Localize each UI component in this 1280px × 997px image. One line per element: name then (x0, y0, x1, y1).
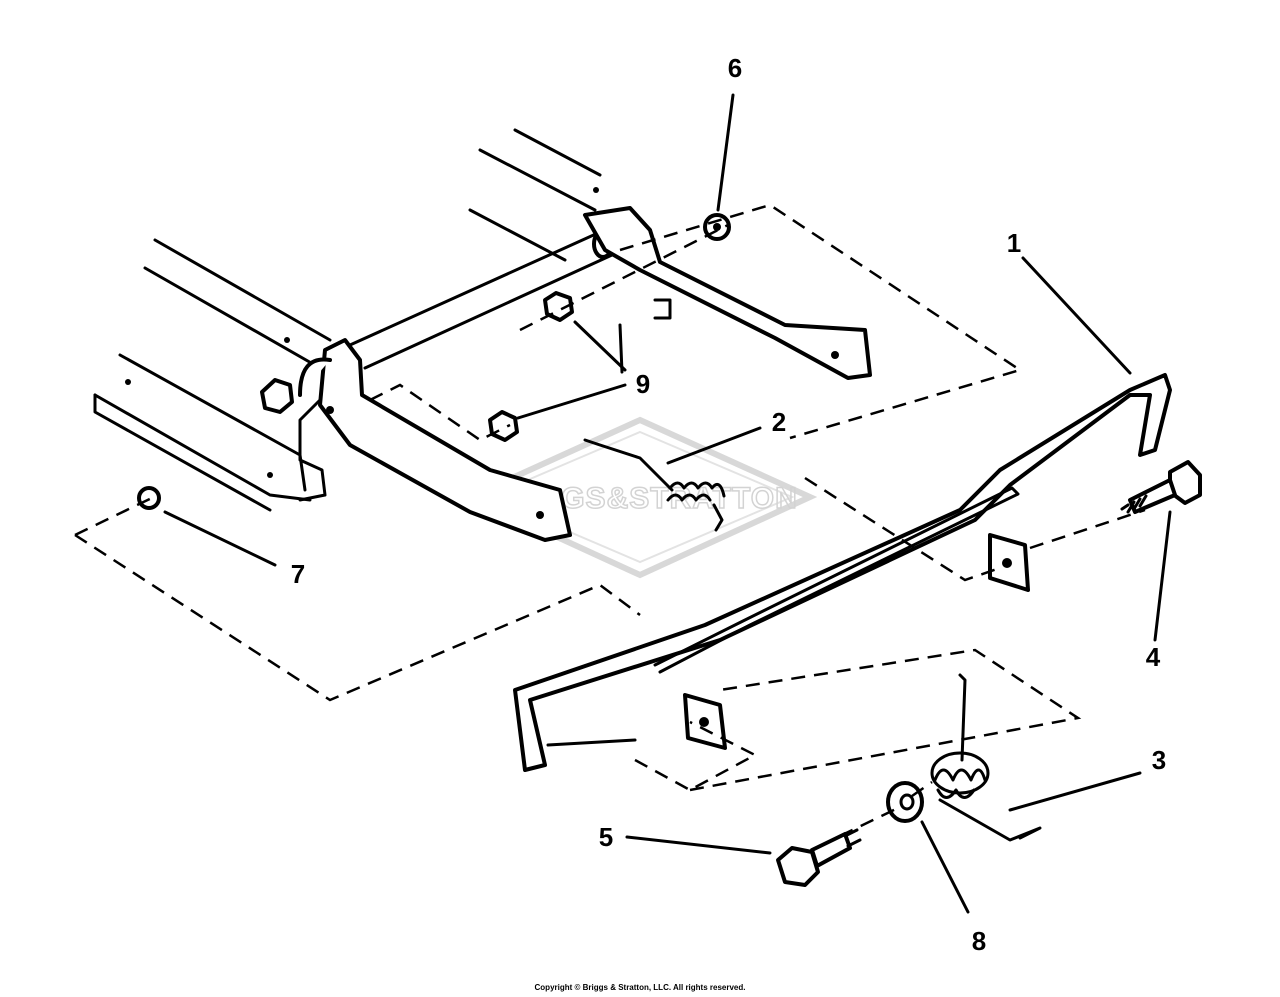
leader-lines (163, 93, 1172, 914)
callout-8: 8 (972, 926, 986, 956)
callout-3: 3 (1152, 745, 1166, 775)
callout-7: 7 (291, 559, 305, 589)
leader-7 (163, 510, 277, 567)
callout-4: 4 (1146, 642, 1161, 672)
lift-arm-left (298, 338, 572, 542)
leader-1-left (546, 738, 637, 747)
spring-3-icon (930, 673, 1042, 842)
callout-1: 1 (1007, 228, 1021, 258)
frame-bolt (260, 378, 294, 414)
washer-8-icon (886, 781, 924, 823)
leader-9-upper-a (618, 323, 624, 374)
leader-2 (666, 426, 762, 465)
leader-5 (625, 835, 772, 855)
nut-9-lower-icon (488, 410, 519, 442)
leader-6 (716, 93, 735, 212)
leader-9-upper (573, 320, 627, 372)
leader-9-lower (516, 383, 627, 420)
lift-arm-right (583, 206, 872, 380)
copyright-notice: Copyright © Briggs & Stratton, LLC. All … (534, 983, 746, 992)
cross-shaft (348, 229, 614, 370)
callout-2: 2 (772, 407, 786, 437)
leader-1 (1021, 256, 1132, 375)
frame-rails (93, 128, 602, 512)
bolt-4-icon (1120, 460, 1202, 514)
spring-2-icon (583, 438, 726, 532)
bolt-5-icon (776, 828, 862, 887)
callout-9: 9 (636, 369, 650, 399)
axle-bracket-1 (513, 373, 1172, 772)
callout-6: 6 (728, 53, 742, 83)
callout-5: 5 (599, 822, 613, 852)
leader-8 (920, 820, 970, 914)
dashed-guides (74, 203, 1146, 838)
leader-3 (1008, 771, 1142, 812)
leader-4 (1153, 510, 1172, 642)
